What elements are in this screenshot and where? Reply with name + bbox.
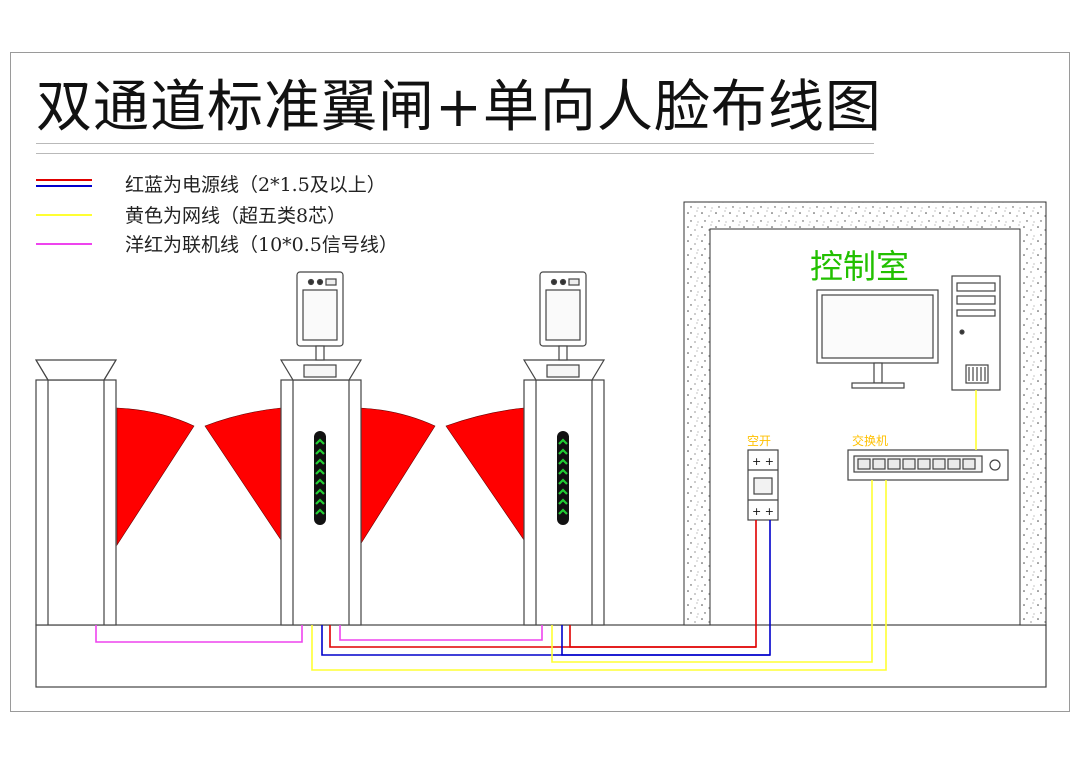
flap-left-1 xyxy=(116,407,195,547)
diagram-title: 双通道标准翼闸+单向人脸布线图 xyxy=(36,75,882,140)
direction-indicator-1 xyxy=(314,431,326,525)
network-switch xyxy=(847,449,1009,481)
power-blue-lines xyxy=(321,520,771,656)
pc-tower xyxy=(951,275,1001,391)
gate-pedestal-middle xyxy=(279,359,363,626)
legend-signal-line xyxy=(36,243,92,245)
circuit-breaker: + + + + xyxy=(747,449,779,521)
svg-text:+ +: + + xyxy=(752,505,774,518)
flap-left-2 xyxy=(359,407,436,547)
legend-power-red-line xyxy=(36,179,92,181)
flap-right-2 xyxy=(445,407,525,541)
title-rule-bottom xyxy=(36,153,874,154)
legend-signal-text: 洋红为联机线（10*0.5信号线） xyxy=(125,234,398,256)
control-room-wall xyxy=(683,201,1047,626)
legend-power-blue-line xyxy=(36,185,92,187)
svg-text:+ +: + + xyxy=(752,455,774,468)
ground-slab xyxy=(35,624,1047,688)
monitor xyxy=(816,289,939,389)
drawing-frame xyxy=(10,52,1070,712)
legend-network-text: 黄色为网线（超五类8芯） xyxy=(125,205,347,227)
legend-network-line xyxy=(36,214,92,216)
power-red-lines xyxy=(329,520,757,648)
network-lines xyxy=(311,480,887,671)
control-room-label: 控制室 xyxy=(810,247,909,286)
gate-pedestal-end xyxy=(34,359,118,626)
flap-right-1 xyxy=(204,407,282,541)
switch-label: 交换机 xyxy=(852,434,889,448)
gate-flaps xyxy=(116,407,525,547)
face-terminal-2 xyxy=(539,271,587,361)
breaker-label: 空开 xyxy=(747,434,772,448)
direction-indicator-2 xyxy=(557,431,569,525)
face-terminal-1 xyxy=(296,271,344,361)
signal-lines xyxy=(95,625,543,643)
title-rule-top xyxy=(36,143,874,144)
legend-power-text: 红蓝为电源线（2*1.5及以上） xyxy=(125,174,386,196)
